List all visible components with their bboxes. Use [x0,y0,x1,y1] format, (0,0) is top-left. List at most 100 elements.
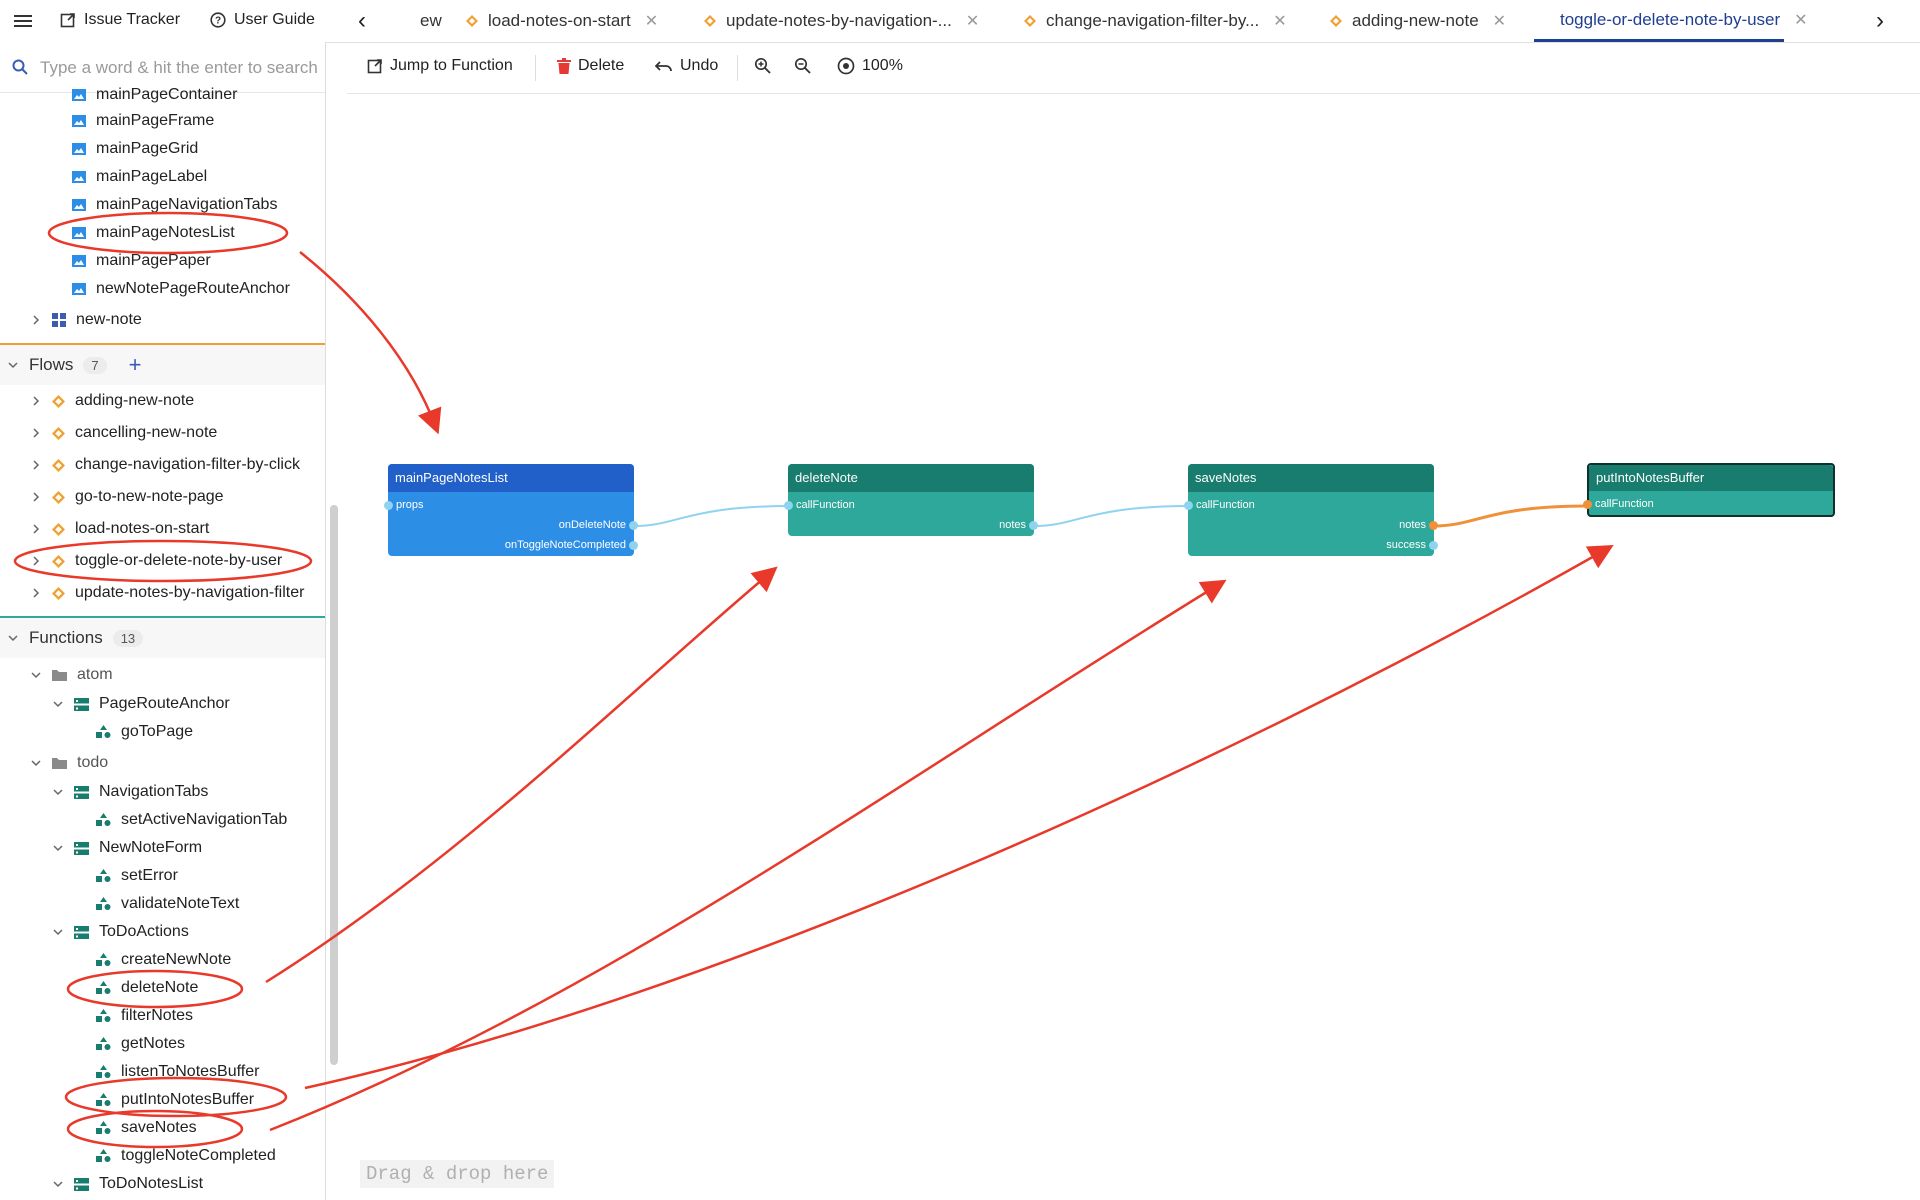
folder-item-atom[interactable]: atom [30,662,113,688]
function-item-setactivenavigationtab[interactable]: setActiveNavigationTab [96,807,287,833]
tree-item-mainpagepaper[interactable]: mainPagePaper [72,248,211,274]
search-input[interactable] [38,54,322,82]
function-item-createnewnote[interactable]: createNewNote [96,947,231,973]
issue-tracker-link[interactable]: Issue Tracker [60,11,180,29]
tab-load-notes-on-start[interactable]: load-notes-on-start ✕ [466,0,658,42]
zoom-out-icon [794,57,811,74]
group-item-todonoteslist[interactable]: ToDoNotesList [52,1171,203,1197]
user-guide-link[interactable]: ? User Guide [210,11,315,29]
tab-close-icon[interactable]: ✕ [644,13,659,30]
function-item-savenotes[interactable]: saveNotes [96,1115,197,1141]
chevron-down-icon [53,789,63,796]
function-item-filternotes[interactable]: filterNotes [96,1003,193,1029]
tree-item-mainpagelabel[interactable]: mainPageLabel [72,164,207,190]
output-port[interactable] [1429,541,1438,550]
function-item-validatenotetext[interactable]: validateNoteText [96,891,239,917]
function-item-putintonotesbuffer[interactable]: putIntoNotesBuffer [96,1087,254,1113]
tab-close-icon[interactable]: ✕ [1273,13,1287,30]
delete-button[interactable]: Delete [557,57,624,75]
zoom-reset-button[interactable]: 100% [837,57,903,75]
sidebar-scrollbar[interactable] [330,505,338,1065]
tab-close-icon[interactable]: ✕ [1794,11,1808,29]
zoom-in-button[interactable] [754,57,772,75]
flow-canvas[interactable]: mainPageNotesList props onDeleteNote onT… [347,94,1920,1200]
functions-section-header[interactable]: Functions 13 [0,618,325,658]
tree-item-mainpagenoteslist[interactable]: mainPageNotesList [72,220,235,246]
tree-item-label: setError [121,867,178,884]
flow-item[interactable]: load-notes-on-start [30,516,209,542]
tree-item-mainpagenavigationtabs[interactable]: mainPageNavigationTabs [72,192,277,218]
group-item-navigationtabs[interactable]: NavigationTabs [52,779,208,805]
node-deletenote[interactable]: deleteNote callFunction notes [784,464,1038,536]
tab-adding-new-note[interactable]: adding-new-note ✕ [1330,0,1506,42]
undo-button[interactable]: Undo [655,57,718,75]
flow-item[interactable]: update-notes-by-navigation-filter [30,580,304,606]
tree-item-mainpageframe[interactable]: mainPageFrame [72,108,214,134]
hamburger-menu-icon[interactable] [10,8,36,34]
group-item-pagerouteanchor[interactable]: PageRouteAnchor [52,691,230,717]
output-port[interactable] [1029,521,1038,530]
tab-label: change-navigation-filter-by... [1046,11,1260,30]
tree-item-mainpagecontainer[interactable]: mainPageContainer [72,82,237,108]
jump-to-function-button[interactable]: Jump to Function [367,57,513,75]
flow-diamond-icon [52,490,65,504]
zoom-out-button[interactable] [794,57,812,75]
flow-item[interactable]: adding-new-note [30,388,194,414]
chevron-right-icon [33,556,40,566]
tree-item-new-note[interactable]: new-note [30,307,142,333]
zoom-in-icon [754,57,771,74]
flow-item[interactable]: go-to-new-note-page [30,484,224,510]
tree-item-label: mainPageFrame [96,112,215,129]
tab-close-icon[interactable]: ✕ [965,13,980,30]
node-title: deleteNote [788,464,1034,492]
group-item-todoactions[interactable]: ToDoActions [52,919,189,945]
tabs-scroll-right-button[interactable]: › [1876,7,1884,34]
group-item-newnoteform[interactable]: NewNoteForm [52,835,202,861]
input-port[interactable] [384,501,393,510]
flow-item[interactable]: cancelling-new-note [30,420,217,446]
node-mainpagenoteslist[interactable]: mainPageNotesList props onDeleteNote onT… [384,464,638,556]
drag-drop-zone[interactable]: Drag & drop here [360,1160,555,1188]
tree-item-label: mainPageLabel [96,168,208,185]
toolbar-separator [535,55,536,81]
tab-close-icon[interactable]: ✕ [1492,13,1507,30]
node-putintonotesbuffer[interactable]: putIntoNotesBuffer callFunction [1583,463,1835,517]
flow-item-label: change-navigation-filter-by-click [75,456,300,473]
tab-partial[interactable]: ew [420,0,442,42]
folder-item-todo[interactable]: todo [30,750,108,776]
function-item-togglenotecompleted[interactable]: toggleNoteCompleted [96,1143,276,1169]
function-item-seterror[interactable]: setError [96,863,178,889]
node-savenotes[interactable]: saveNotes callFunction notes success [1184,464,1438,556]
function-item-gotopage[interactable]: goToPage [96,719,193,745]
tabs-scroll-left-button[interactable]: ‹ [358,7,366,34]
tab-toggle-or-delete-note-by-user[interactable]: toggle-or-delete-note-by-user ✕ [1534,0,1808,42]
function-shapes-icon [96,1037,111,1050]
function-item-listentonotesbuffer[interactable]: listenToNotesBuffer [96,1059,259,1085]
input-port[interactable] [1583,500,1592,509]
tab-update-notes-by-navigation[interactable]: update-notes-by-navigation-... ✕ [704,0,979,42]
output-port[interactable] [629,521,638,530]
input-port[interactable] [1184,501,1193,510]
flow-item-label: update-notes-by-navigation-filter [75,584,305,601]
tab-change-navigation-filter[interactable]: change-navigation-filter-by... ✕ [1024,0,1287,42]
page-grid-icon [52,313,66,327]
function-item-deletenote[interactable]: deleteNote [96,975,198,1001]
flow-item-selected[interactable]: toggle-or-delete-note-by-user [30,548,282,574]
tree-item-newnotepagerouteanchor[interactable]: newNotePageRouteAnchor [72,276,290,302]
image-icon [72,283,86,295]
tree-item-label: getNotes [121,1035,186,1052]
add-flow-button[interactable]: + [128,352,142,377]
function-shapes-icon [96,1121,111,1134]
tree-item-mainpagegrid[interactable]: mainPageGrid [72,136,198,162]
function-shapes-icon [96,725,111,738]
function-item-getnotes[interactable]: getNotes [96,1031,185,1057]
flows-section-header[interactable]: Flows 7 + [0,345,325,385]
flow-item[interactable]: change-navigation-filter-by-click [30,452,300,478]
chevron-down-icon [53,1181,63,1188]
output-port[interactable] [629,541,638,550]
chevron-right-icon [33,396,40,406]
tree-item-label: putIntoNotesBuffer [121,1091,255,1108]
output-port[interactable] [1429,521,1438,530]
tree-item-label: mainPageNavigationTabs [96,196,278,213]
input-port[interactable] [784,501,793,510]
